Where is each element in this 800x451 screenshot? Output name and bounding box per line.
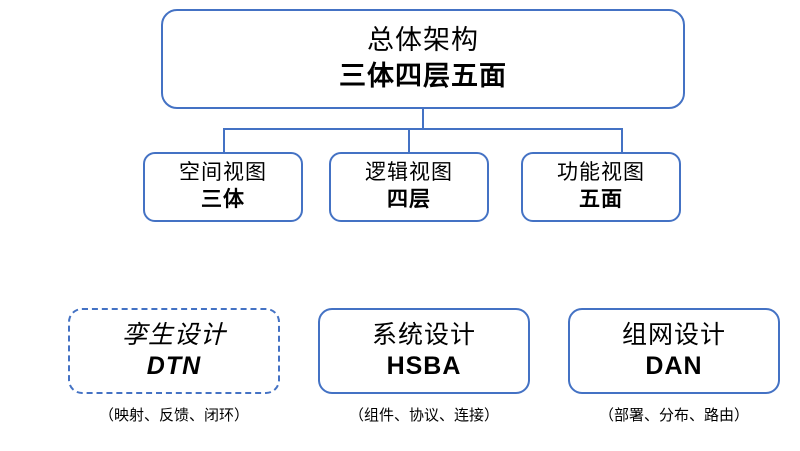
node-title: 功能视图	[557, 161, 645, 185]
node-twin-design[interactable]: 孪生设计 DTN	[68, 308, 280, 394]
caption-twin-design: （映射、反馈、闭环）	[98, 407, 249, 424]
node-subtitle: DTN	[146, 352, 202, 380]
node-title: 系统设计	[371, 320, 476, 349]
node-subtitle: 四层	[387, 188, 431, 211]
node-title: 总体架构	[367, 25, 479, 56]
node-subtitle: HSBA	[386, 352, 462, 380]
caption-system-design: （组件、协议、连接）	[348, 407, 499, 424]
node-subtitle: 三体	[201, 188, 245, 211]
node-functional-view[interactable]: 功能视图 五面	[521, 152, 681, 222]
node-title: 空间视图	[179, 161, 267, 185]
node-logical-view[interactable]: 逻辑视图 四层	[329, 152, 489, 222]
connector-branch-functional	[621, 128, 623, 152]
node-subtitle: DAN	[645, 352, 703, 380]
caption-networking-design: （部署、分布、路由）	[598, 407, 749, 424]
node-title: 逻辑视图	[365, 161, 453, 185]
node-subtitle: 三体四层五面	[339, 61, 507, 91]
connector-branch-spatial	[223, 128, 225, 152]
node-subtitle: 五面	[579, 188, 623, 211]
node-networking-design[interactable]: 组网设计 DAN	[568, 308, 780, 394]
connector-branch-logical	[408, 128, 410, 152]
node-system-design[interactable]: 系统设计 HSBA	[318, 308, 530, 394]
connector-root-stem	[422, 109, 424, 129]
node-title: 组网设计	[621, 320, 726, 349]
node-overall-architecture[interactable]: 总体架构 三体四层五面	[161, 9, 685, 109]
connector-horizontal-bus	[223, 128, 623, 130]
node-spatial-view[interactable]: 空间视图 三体	[143, 152, 303, 222]
node-title: 孪生设计	[121, 320, 226, 349]
